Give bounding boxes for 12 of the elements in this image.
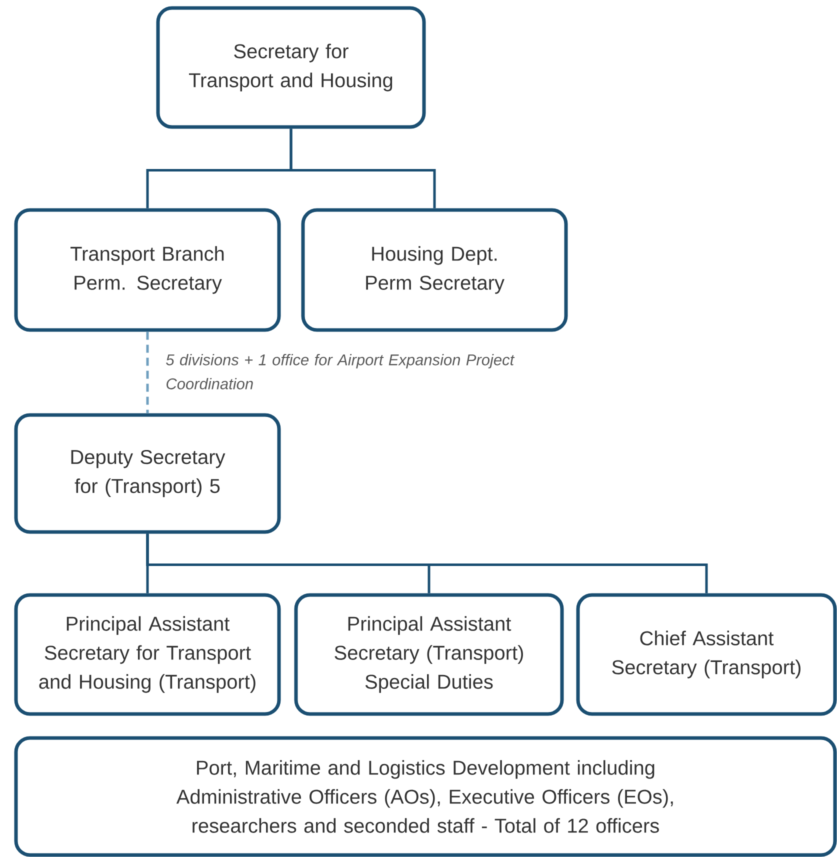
org-box: Transport Branch Perm. Secretary xyxy=(14,208,281,332)
org-box: Secretary for Transport and Housing xyxy=(156,6,426,129)
org-box: Principal Assistant Secretary (Transport) Special Duties xyxy=(294,593,564,716)
org-box: Port, Maritime and Logistics Development including Administrative Officers (AOs), Executive Officers (EOs), researchers and seconded staff - Total of 12 officers xyxy=(14,736,837,857)
connector-line xyxy=(146,534,708,594)
org-box: Chief Assistant Secretary (Transport) xyxy=(576,593,837,716)
connector-line xyxy=(146,332,149,414)
org-box: Principal Assistant Secretary for Transport and Housing (Transport) xyxy=(14,593,281,716)
connector-line xyxy=(290,128,436,208)
org-box: Housing Dept. Perm Secretary xyxy=(301,208,568,332)
org-box: Deputy Secretary for (Transport) 5 xyxy=(14,413,281,534)
edge-label: 5 divisions + 1 office for Airport Expansion Project Coordination xyxy=(166,354,515,390)
